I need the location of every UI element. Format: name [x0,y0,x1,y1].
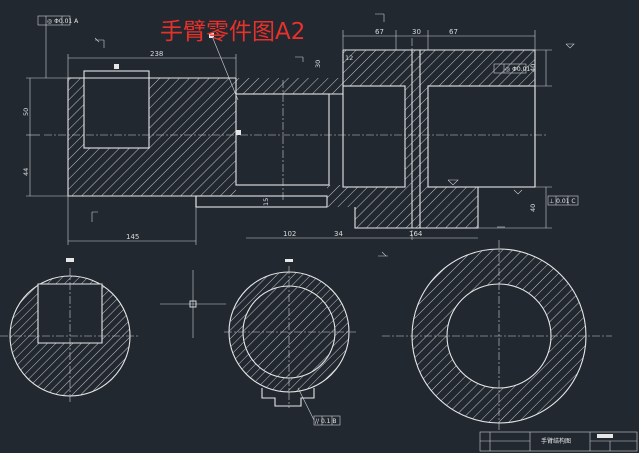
dim-12: 12 [345,54,353,62]
gdt-callout-right-b: ⊥ 0.01 C [547,195,579,206]
gdt-callout-right: ◎ Φ0.01 [493,63,530,74]
gdt-callout-bottom: // 0.1 B [297,387,341,426]
gdt-label-bottom: // 0.1 B [315,418,337,425]
dim-40b: 40 [529,204,537,212]
dim-145: 145 [126,233,139,241]
section-c-view [382,240,612,432]
dim-102: 102 [283,230,296,238]
left-pocket [83,70,150,149]
dim-67b: 67 [449,28,458,36]
drawing-title: 手臂零件图A2 [160,19,306,45]
right-cavity-a [342,85,406,188]
dim-50: 50 [22,108,30,116]
dim-40a: 40 [529,64,537,72]
dim-34: 34 [334,230,343,238]
gdt-label-right: ◎ Φ0.01 [505,66,530,73]
hatch-top-bridge [236,78,343,94]
dim-44: 44 [22,168,30,176]
dim-30b: 30 [314,60,322,68]
dim-30: 30 [412,28,421,36]
dim-15: 15 [262,198,270,206]
title-block-part-name: 手臂结构图 [541,437,571,445]
gdt-callout-top-left: ◎ Φ0.01 A [37,15,79,78]
section-a-view [0,258,140,404]
title-block: 手臂结构图 [479,431,638,452]
dim-164: 164 [409,230,423,238]
gdt-label-right-b: ⊥ 0.01 C [549,198,576,205]
right-cavity-b [427,85,536,188]
dim-238: 238 [150,50,163,58]
central-cavity [235,93,330,186]
main-section-view: 238 67 30 67 12 30 50 44 40 40 145 102 3… [22,13,575,245]
gdt-label-top-left: ◎ Φ0.01 A [47,18,79,25]
crosshair-cursor [160,270,226,338]
dim-67a: 67 [375,28,384,36]
section-b-view [224,251,388,408]
